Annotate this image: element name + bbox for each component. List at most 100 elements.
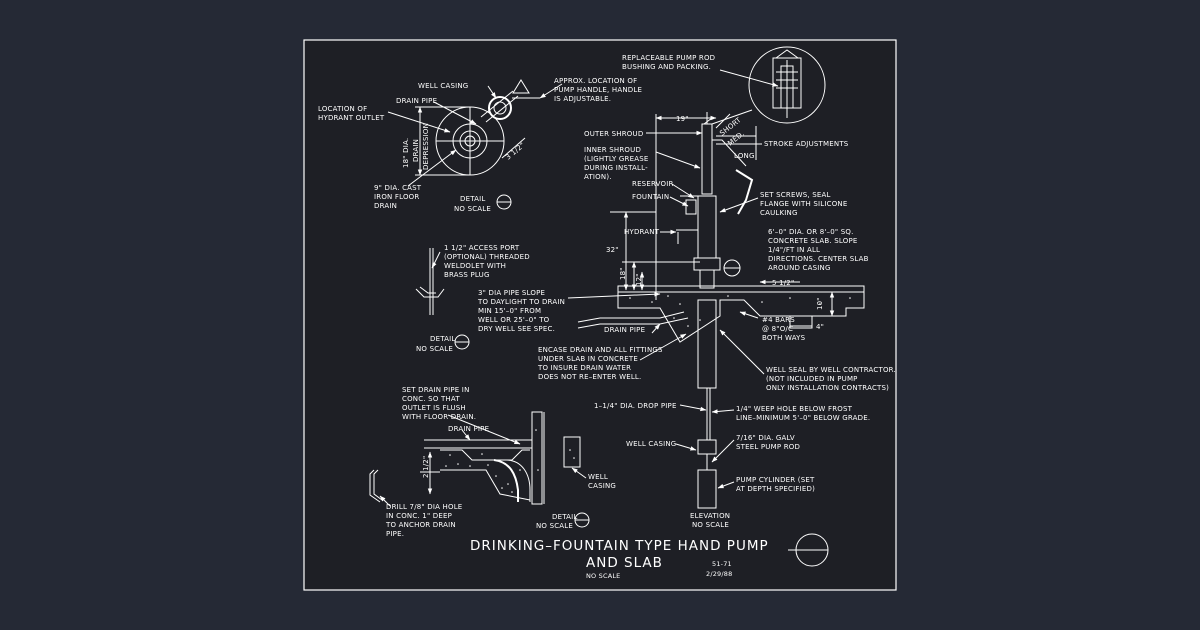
label-drill-2: IN CONC. 1" DEEP xyxy=(386,512,452,520)
label-drain-slope-4: WELL OR 25'–0" TO xyxy=(478,316,550,324)
label-dim-19: 19" xyxy=(676,115,689,123)
label-bars-1: #4 BARS xyxy=(762,316,795,324)
label-encase-3: TO INSURE DRAIN WATER xyxy=(537,364,631,372)
label-access-4: BRASS PLUG xyxy=(444,271,490,279)
label-set-screws-3: CAULKING xyxy=(760,209,798,217)
sheet-border xyxy=(303,39,897,591)
label-slab-3: 1/4"/FT IN ALL xyxy=(768,246,820,254)
label-floor-drain-2: IRON FLOOR xyxy=(374,193,419,201)
label-inner-shroud-3: DURING INSTALL- xyxy=(584,164,648,172)
drawing-title-line1: DRINKING–FOUNTAIN TYPE HAND PUMP xyxy=(470,538,769,554)
label-dim-4: 4" xyxy=(816,323,824,331)
label-drain-slope-5: DRY WELL SEE SPEC. xyxy=(478,325,555,333)
label-set-drain-3: OUTLET IS FLUSH xyxy=(402,404,466,412)
label-detail-3a: DETAIL xyxy=(552,513,578,521)
pump-handle xyxy=(735,169,754,215)
label-dia-18: 18" DIA. xyxy=(402,138,410,168)
label-drain-depression-2: DEPRESSION xyxy=(422,123,430,170)
text-labels: REPLACEABLE PUMP ROD BUSHING AND PACKING… xyxy=(318,54,896,580)
label-floor-drain-1: 9" DIA. CAST xyxy=(374,184,422,192)
label-dim-5-5: 5 1/2" xyxy=(772,279,794,287)
label-drain-pipe-mid: DRAIN PIPE xyxy=(604,326,645,334)
label-encase-4: DOES NOT RE–ENTER WELL. xyxy=(538,373,641,381)
label-elevation-2: NO SCALE xyxy=(692,521,729,529)
label-set-screws-2: FLANGE WITH SILICONE xyxy=(760,200,847,208)
label-long: LONG xyxy=(734,152,755,160)
label-well-casing-detail-1: WELL xyxy=(588,473,608,481)
label-dim-12: 12" xyxy=(635,273,643,286)
label-stroke: STROKE ADJUSTMENTS xyxy=(764,140,849,148)
label-detail-1b: NO SCALE xyxy=(454,205,491,213)
label-cylinder-1: PUMP CYLINDER (SET xyxy=(736,476,815,484)
label-rod-1: REPLACEABLE PUMP ROD xyxy=(622,54,715,62)
label-pump-rod-1: 7/16" DIA. GALV xyxy=(736,434,795,442)
label-approx-2: PUMP HANDLE, HANDLE xyxy=(554,86,642,94)
label-encase-1: ENCASE DRAIN AND ALL FITTINGS xyxy=(538,346,663,354)
label-drill-4: PIPE. xyxy=(386,530,404,538)
label-access-3: WELDOLET WITH xyxy=(444,262,506,270)
label-encase-2: UNDER SLAB IN CONCRETE xyxy=(538,355,638,363)
label-dim-10: 10" xyxy=(816,297,824,310)
label-drill-3: TO ANCHOR DRAIN xyxy=(385,521,456,529)
label-well-seal-3: ONLY INSTALLATION CONTRACTS) xyxy=(766,384,889,392)
label-bars-2: @ 8"O/C xyxy=(762,325,793,333)
label-drain-depression-1: DRAIN xyxy=(412,139,420,162)
label-hydrant-1: LOCATION OF xyxy=(318,105,367,113)
label-set-screws-1: SET SCREWS, SEAL xyxy=(760,191,831,199)
label-slab-4: DIRECTIONS. CENTER SLAB xyxy=(768,255,869,263)
label-detail-1a: DETAIL xyxy=(460,195,486,203)
label-set-drain-1: SET DRAIN PIPE IN xyxy=(402,386,470,394)
label-drain-slope-3: MIN 15'–0" FROM xyxy=(478,307,541,315)
label-drain-pipe-low: DRAIN PIPE xyxy=(448,425,489,433)
well-casing-circle xyxy=(488,96,512,120)
drawing-date: 2/29/88 xyxy=(706,570,732,578)
label-hydrant-2: HYDRANT OUTLET xyxy=(318,114,385,122)
label-access-1: 1 1/2" ACCESS PORT xyxy=(444,244,520,252)
label-set-drain-2: CONC. SO THAT xyxy=(402,395,460,403)
label-weep-2: LINE–MINIMUM 5'–0" BELOW GRADE. xyxy=(736,414,870,422)
label-detail-2a: DETAIL xyxy=(430,335,456,343)
label-fountain: FOUNTAIN xyxy=(632,193,669,201)
label-weep-1: 1/4" WEEP HOLE BELOW FROST xyxy=(736,405,853,413)
label-floor-drain-3: DRAIN xyxy=(374,202,397,210)
label-drain-slope-2: TO DAYLIGHT TO DRAIN xyxy=(477,298,565,306)
label-elevation-1: ELEVATION xyxy=(690,512,730,520)
label-cylinder-2: AT DEPTH SPECIFIED) xyxy=(736,485,815,493)
pump-elevation xyxy=(567,46,865,509)
label-access-2: (OPTIONAL) THREADED xyxy=(444,253,530,261)
label-bars-3: BOTH WAYS xyxy=(762,334,806,342)
label-inner-shroud-2: (LIGHTLY GREASE xyxy=(584,155,649,163)
label-slab-1: 6'–0" DIA. OR 8'–0" SQ. xyxy=(768,228,854,236)
drawing-number: 51-71 xyxy=(712,560,732,568)
label-rod-2: BUSHING AND PACKING. xyxy=(622,63,711,71)
label-slab-2: CONCRETE SLAB. SLOPE xyxy=(768,237,858,245)
concrete-slab xyxy=(617,285,865,343)
fountain-head xyxy=(685,199,697,215)
label-drain-pipe-top: DRAIN PIPE xyxy=(396,97,437,105)
label-detail-3b: NO SCALE xyxy=(536,522,573,530)
label-dim-18: 18" xyxy=(619,267,627,280)
label-approx-1: APPROX. LOCATION OF xyxy=(554,77,637,85)
label-dim-2-5: 2 1/2" xyxy=(422,456,430,478)
label-drain-slope-1: 3" DIA PIPE SLOPE xyxy=(478,289,545,297)
label-well-seal-1: WELL SEAL BY WELL CONTRACTOR. xyxy=(766,366,896,374)
label-outer-shroud: OUTER SHROUD xyxy=(584,130,643,138)
label-reservoir: RESERVOIR xyxy=(632,180,674,188)
label-inner-shroud-1: INNER SHROUD xyxy=(584,146,641,154)
plan-detail xyxy=(387,79,563,210)
drain-detail xyxy=(369,411,590,528)
label-drill-1: DRILL 7/8" DIA HOLE xyxy=(386,503,462,511)
bushing-detail-circle xyxy=(748,46,826,124)
drawing-scale: NO SCALE xyxy=(586,572,620,580)
access-port-detail xyxy=(415,248,470,350)
label-well-casing-low: WELL CASING xyxy=(626,440,676,448)
label-well-casing-top: WELL CASING xyxy=(418,82,468,90)
label-pump-rod-2: STEEL PUMP ROD xyxy=(736,443,800,451)
label-detail-2b: NO SCALE xyxy=(416,345,453,353)
label-approx-3: IS ADJUSTABLE. xyxy=(554,95,611,103)
label-drop-pipe: 1–1/4" DIA. DROP PIPE xyxy=(594,402,677,410)
label-inner-shroud-4: ATION). xyxy=(584,173,612,181)
label-well-seal-2: (NOT INCLUDED IN PUMP xyxy=(766,375,858,383)
